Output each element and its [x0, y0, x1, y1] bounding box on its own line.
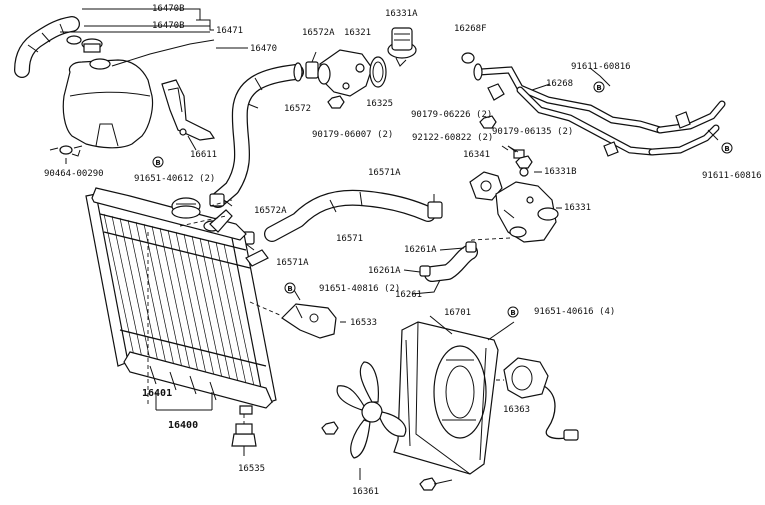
label-90464-00290: 90464-00290 — [44, 169, 104, 179]
label-16261: 16261 — [395, 290, 423, 300]
svg-text:B: B — [724, 145, 729, 153]
svg-text:B: B — [596, 84, 601, 92]
label-16572A-top: 16572A — [302, 28, 335, 38]
label-16341: 16341 — [463, 150, 491, 160]
marker-b-91611-60816-right: B — [721, 142, 733, 154]
svg-text:B: B — [510, 309, 515, 317]
marker-b-91651-40612: B — [152, 156, 164, 168]
label-16325: 16325 — [366, 99, 394, 109]
reservoir-tank — [62, 39, 215, 149]
clamp-16571A-top — [427, 194, 443, 219]
label-16470B-a: 16470B — [152, 4, 185, 14]
label-16331B: 16331B — [544, 167, 577, 177]
gasket-16331B — [519, 167, 529, 177]
label-16400: 16400 — [168, 420, 199, 431]
fan-blade-16361 — [336, 361, 407, 459]
label-90179-06007: 90179-06007 (2) — [312, 130, 394, 140]
label-16331A: 16331A — [385, 9, 418, 19]
clamp-90464 — [49, 145, 83, 157]
gasket-16325 — [369, 56, 387, 88]
label-16361: 16361 — [352, 487, 380, 497]
label-90179-06135: 90179-06135 (2) — [492, 127, 574, 137]
marker-b-91651-40816: B — [284, 282, 296, 294]
nut-90179-06007 — [327, 95, 345, 109]
radiator-cap — [171, 197, 201, 219]
lower-hose-16571 — [264, 189, 436, 242]
clamp-16261A-a — [465, 241, 477, 253]
label-16321: 16321 — [344, 28, 372, 38]
label-16571A-mid: 16571A — [276, 258, 309, 268]
radiator-core-fins — [103, 213, 255, 387]
label-16611: 16611 — [190, 150, 218, 160]
label-16331: 16331 — [564, 203, 592, 213]
label-16261A-b: 16261A — [368, 266, 401, 276]
label-16701: 16701 — [444, 308, 472, 318]
fan-shroud-16701 — [393, 321, 499, 475]
label-16471: 16471 — [216, 26, 244, 36]
water-pipe-16268 — [473, 63, 726, 157]
label-91651-40612: 91651-40612 (2) — [134, 174, 216, 184]
label-91611-60816-right: 91611-60816 — [702, 171, 762, 181]
label-16572: 16572 — [284, 104, 312, 114]
svg-text:B: B — [287, 285, 292, 293]
label-91651-40816: 91651-40816 (2) — [319, 284, 401, 294]
hose-16261 — [424, 244, 478, 282]
water-outlet-16321 — [317, 49, 373, 97]
nut-fan — [321, 421, 339, 435]
label-16572A-mid: 16572A — [254, 206, 287, 216]
label-91651-40616: 91651-40616 (4) — [534, 307, 616, 317]
bracket-16533 — [281, 303, 337, 339]
clamp-16261A-b — [419, 265, 431, 277]
gasket-16341 — [469, 171, 503, 201]
label-16261A-a: 16261A — [404, 245, 437, 255]
svg-text:B: B — [155, 159, 160, 167]
gasket-16268F — [461, 52, 475, 64]
drain-cock-16535 — [231, 423, 257, 456]
label-90179-06226: 90179-06226 (2) — [411, 110, 493, 120]
water-inlet-16331 — [495, 181, 559, 243]
label-16571: 16571 — [336, 234, 364, 244]
label-91611-60816-top: 91611-60816 — [571, 62, 631, 72]
label-16470: 16470 — [250, 44, 278, 54]
fan-motor-16363 — [503, 357, 579, 441]
label-92122-60822: 92122-60822 (2) — [412, 133, 494, 143]
thermostat-16331A — [387, 27, 417, 67]
label-16363: 16363 — [503, 405, 531, 415]
marker-b-91611-60816-top: B — [593, 81, 605, 93]
label-16533: 16533 — [350, 318, 378, 328]
radiator-16400 — [85, 187, 277, 415]
bolt-shroud — [419, 477, 453, 491]
marker-b-91651-40616: B — [507, 306, 519, 318]
bracket-16611 — [161, 79, 216, 141]
label-16401: 16401 — [142, 388, 173, 399]
clamp-16572A-top — [305, 51, 319, 79]
upper-hose-16572 — [210, 62, 304, 208]
label-16268: 16268 — [546, 79, 574, 89]
label-16268F: 16268F — [454, 24, 487, 34]
reservoir-hose — [14, 16, 103, 78]
label-16571A-top: 16571A — [368, 168, 401, 178]
label-16535: 16535 — [238, 464, 266, 474]
bolt-90179-06135 — [515, 155, 533, 169]
label-16470B-b: 16470B — [152, 21, 185, 31]
